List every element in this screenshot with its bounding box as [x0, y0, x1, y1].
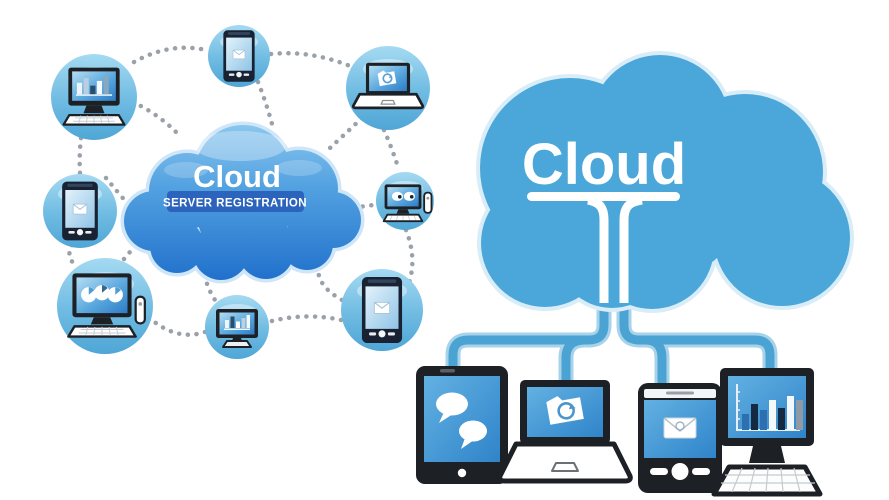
laptop-device: [497, 380, 633, 484]
smartphone-mail-icon: [361, 276, 403, 344]
cloud-gloss-left: [164, 162, 208, 178]
node-monitor-bar-chart: [205, 295, 269, 359]
link-n5-n8: [403, 227, 415, 286]
tablet-home-button: [457, 468, 467, 478]
server-registration-label: SERVER REGISTRATION: [163, 198, 307, 210]
left-network-diagram: Cloud SERVER REGISTRATION: [43, 25, 434, 359]
node-smartphone-top: [208, 25, 270, 87]
big-cloud: Cloud: [476, 51, 854, 313]
server-registration-banner: [167, 191, 304, 212]
link-n8-n7: [265, 314, 344, 325]
envelope-icon: [663, 417, 697, 439]
link-n7-n6: [149, 317, 208, 337]
connector-to-phone: [644, 335, 667, 390]
cloud-title-underline: [527, 192, 680, 201]
bar-chart-icon: [736, 384, 803, 431]
smartphone-mail-icon: [61, 181, 99, 241]
node-smartphone-left: [43, 174, 117, 248]
connector-to-tablet: [448, 290, 609, 374]
dotted-network-links: [67, 45, 415, 337]
connector-to-laptop: [561, 335, 586, 388]
server-cloud-title: Cloud: [193, 159, 281, 194]
chat-bubbles-icon: [436, 392, 487, 449]
tablet-device: [416, 366, 508, 484]
link-n1-n2: [131, 45, 209, 65]
link-n3-cloud: [327, 115, 365, 151]
smartphone-device: [638, 383, 722, 493]
phone-home-button: [671, 463, 689, 480]
node-desktop-bar-chart: [51, 54, 137, 140]
node-laptop-folder: [346, 46, 430, 130]
link-n1-cloud: [130, 99, 179, 135]
cloud-gloss-right: [276, 160, 322, 176]
right-cloud-diagram: Cloud: [416, 51, 854, 497]
link-n2-n3: [268, 50, 353, 69]
cloud-prongs: [587, 195, 643, 303]
folder-sync-icon: [546, 396, 584, 425]
link-n2-cloud: [255, 79, 275, 127]
server-cloud: Cloud SERVER REGISTRATION: [120, 121, 365, 284]
big-cloud-body: [480, 55, 850, 309]
connector-to-desktop: [619, 290, 775, 372]
link-n4-cloud: [103, 175, 130, 206]
desktop-device: [711, 368, 823, 497]
node-smartphone-bottom: [341, 269, 423, 351]
laptop-trackpad: [551, 462, 579, 472]
node-monitor-webcam: [376, 172, 434, 230]
cloud-connectors: [448, 290, 775, 390]
link-cloud-n6: [119, 233, 153, 265]
cloud-gloss: [194, 131, 286, 161]
link-n3-n5: [381, 127, 402, 173]
link-n4-n6: [67, 242, 77, 267]
big-cloud-title: Cloud: [522, 132, 686, 197]
node-desktop-pie-charts: [57, 258, 153, 354]
smartphone-mail-icon: [222, 29, 256, 83]
link-n1-n4: [77, 135, 84, 176]
desktop-bar-chart-icon: [62, 66, 126, 126]
